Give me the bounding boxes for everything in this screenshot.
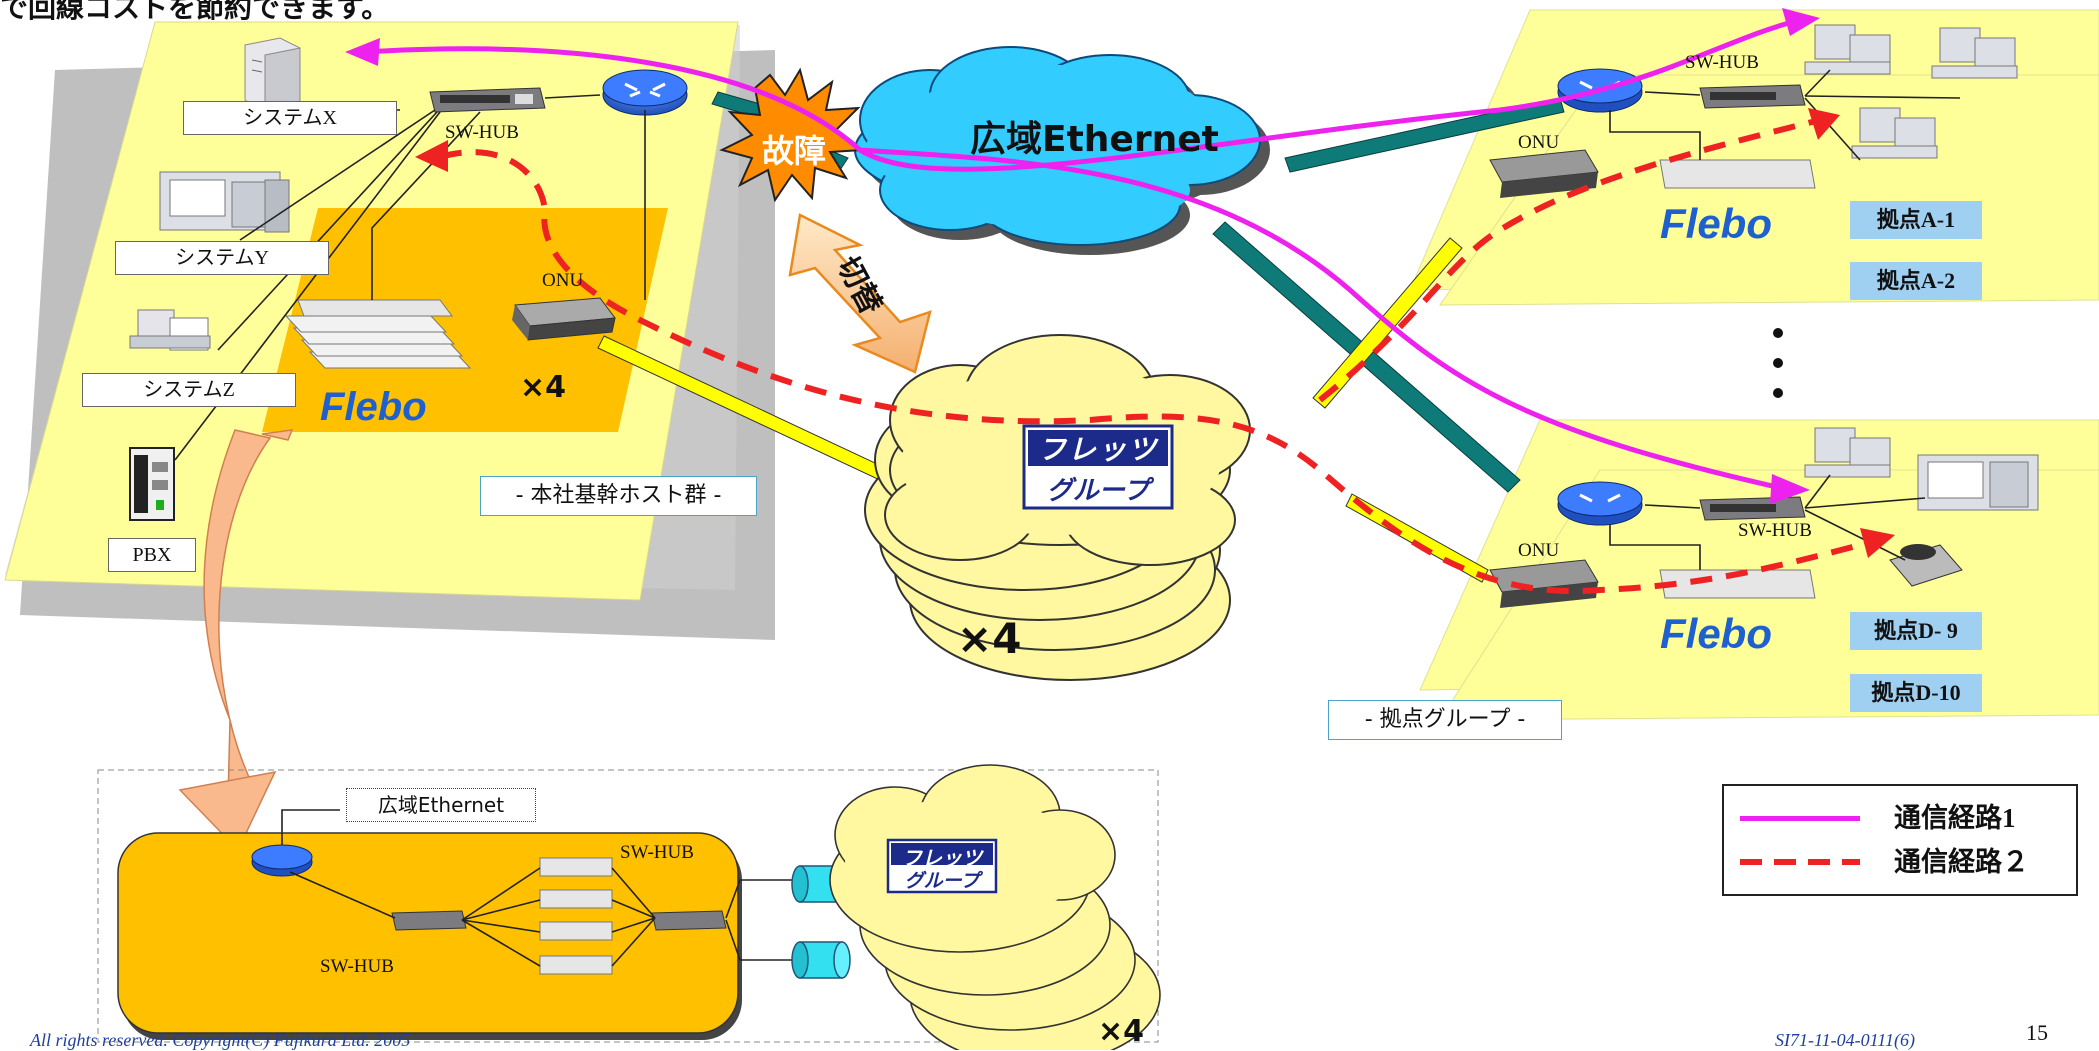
detail-times4-label: ×4 xyxy=(1098,1014,1145,1049)
flebo-unit xyxy=(1659,159,1816,189)
site-group-label: - 拠点グループ - xyxy=(1328,700,1562,740)
legend-route-1-label: 通信経路1 xyxy=(1894,803,2016,833)
ellipsis-dots xyxy=(1773,328,1783,398)
site-a-devices xyxy=(1489,24,2018,198)
detail-arrow-head xyxy=(178,770,277,852)
yellow-link-site-d xyxy=(1345,493,1489,583)
detail-sw-hub-label-top: SW-HUB xyxy=(620,842,694,863)
detail-box xyxy=(97,764,1161,1050)
switch-arrow xyxy=(788,213,932,374)
teal-link-site-a xyxy=(1284,97,1565,173)
telephone-icon xyxy=(1889,544,1963,587)
page-number: 15 xyxy=(2026,1020,2048,1045)
hq-times4-label: ×4 xyxy=(520,370,567,405)
site-d10-badge: 拠点D-10 xyxy=(1850,674,1982,712)
site-a2-badge: 拠点A-2 xyxy=(1850,262,1982,300)
fault-label: 故障 xyxy=(762,132,827,170)
legend-route-2-swatch xyxy=(1740,859,1860,865)
hq-group-label: - 本社基幹ホスト群 - xyxy=(480,476,757,516)
flets-cloud-stack xyxy=(864,334,1251,681)
legend: 通信経路1 通信経路２ xyxy=(1722,784,2078,896)
legend-route-1-swatch xyxy=(1740,816,1860,821)
site-d9-badge: 拠点D- 9 xyxy=(1850,612,1982,650)
hq-onu-label: ONU xyxy=(542,270,584,291)
page-header-text: で回線コストを節約できます。 xyxy=(0,0,390,24)
fault-burst-icon xyxy=(719,67,865,203)
router-icon xyxy=(602,69,688,116)
site-a-onu-label: ONU xyxy=(1518,132,1560,153)
system-z-label: システムZ xyxy=(82,373,296,407)
desktop-pc-icon xyxy=(1804,24,2018,159)
route-2-path xyxy=(415,108,1895,595)
site-d-devices xyxy=(1489,427,2039,608)
router-icon xyxy=(251,844,313,870)
router-icon xyxy=(1557,481,1643,517)
site-d-sw-hub-label: SW-HUB xyxy=(1738,520,1812,541)
legend-route-2: 通信経路２ xyxy=(1724,842,2076,882)
site-a-flebo-logo: Flebo xyxy=(1660,200,1772,247)
workstation-icon xyxy=(1917,454,2039,511)
sw-hub-icon xyxy=(429,87,546,113)
pbx-label: PBX xyxy=(108,538,196,572)
site-a1-badge: 拠点A-1 xyxy=(1850,201,1982,239)
detail-flets-line1: フレッツ xyxy=(902,846,982,870)
flets-logo-line2: グループ xyxy=(1046,476,1150,506)
site-d-onu-label: ONU xyxy=(1518,540,1560,561)
wide-ethernet-label: 広域Ethernet xyxy=(970,119,1219,160)
onu-icon xyxy=(512,297,616,341)
flebo-unit-stack xyxy=(284,299,472,369)
site-d-flebo-logo: Flebo xyxy=(1660,610,1772,657)
desktop-pc-icon xyxy=(129,309,211,351)
flebo-unit xyxy=(1659,569,1816,599)
site-a-sw-hub-label: SW-HUB xyxy=(1685,52,1759,73)
flebo-rack xyxy=(539,857,613,975)
route-1-path xyxy=(345,8,1820,504)
sw-hub-icon xyxy=(391,910,467,931)
hq-sw-hub-label: SW-HUB xyxy=(445,122,519,143)
system-y-label: システムY xyxy=(115,241,329,275)
legend-route-1: 通信経路1 xyxy=(1724,798,2076,838)
detail-sw-hub-label-bottom: SW-HUB xyxy=(320,956,394,977)
workstation-icon xyxy=(159,171,290,233)
document-id: SI71-11-04-0111(6) xyxy=(1775,1030,1915,1050)
sw-hub-icon xyxy=(651,910,727,931)
desktop-pc-icon xyxy=(1804,427,1891,478)
flets-logo-line1: フレッツ xyxy=(1037,433,1158,466)
pbx-icon xyxy=(129,447,175,521)
detail-flets-line2: グループ xyxy=(904,870,980,892)
legend-route-2-label: 通信経路２ xyxy=(1894,847,2029,877)
copyright-text: All rights reserved. Copyright(C) Fujiku… xyxy=(30,1030,411,1050)
flets-times4-label: ×4 xyxy=(957,614,1022,663)
detail-wide-ethernet-label: 広域Ethernet xyxy=(346,788,536,822)
hq-flebo-logo: Flebo xyxy=(320,385,427,429)
wide-ethernet-cloud xyxy=(854,46,1270,255)
system-x-label: システムX xyxy=(183,101,397,135)
